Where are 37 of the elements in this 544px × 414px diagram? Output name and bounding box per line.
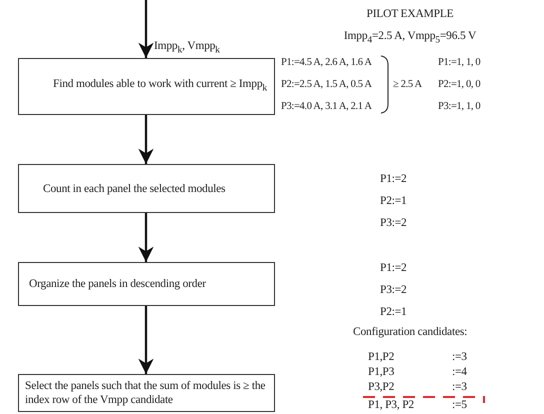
process-box [18,374,275,412]
annotation-text: P3:=2 [380,284,407,297]
annotation-text: :=3 [452,351,467,364]
title-text: PILOT EXAMPLE [366,8,454,21]
annotation-text: P1:=1, 1, 0 [438,56,480,69]
annotation-text: P3:=2 [380,217,407,230]
annotation-text: :=3 [452,381,467,394]
arrow [138,115,154,164]
annotation-text: P1:=2 [380,173,407,186]
annotation-text: Configuration candidates: [353,326,468,339]
annotation-text: P1:=4.5 A, 2.6 A, 1.6 A [281,56,372,69]
annotation-text: P2:=1 [380,195,407,208]
annotation-text: :=4 [452,366,467,379]
value-text: :=5 [452,399,467,412]
annotation-text: P1,P3 [368,366,394,379]
annotation-text: P2:=1 [380,306,407,319]
annotation-text: P3,P2 [368,381,394,394]
annotation-text: P1:=2 [380,262,407,275]
process-box [18,58,275,115]
config-text: P1, P3, P2 [368,399,414,412]
annotation-text: Impp$_{4}$=2.5 A, Vmpp$_{5}$=96.5 V [342,30,478,46]
box-text: Organize the panels in descending order [28,277,207,291]
arrow [138,0,154,58]
arrow [138,213,154,262]
process-box [18,262,275,306]
box-text: Select the panels such that the sum of modules is ≥ the index row of the Vmpp candidate [24,379,266,407]
annotation-text: P2:=2.5 A, 1.5 A, 0.5 A [281,78,372,91]
box-text: Count in each panel the selected modules [42,182,226,196]
annotation-text: P3:=1, 1, 0 [438,100,480,113]
annotation-text: P1,P2 [368,351,394,364]
box-text: Find modules able to work with current ≥ Impp$_{k}$ [52,77,268,96]
annotation-text: P3:=4.0 A, 3.1 A, 2.1 A [281,100,372,113]
process-box [18,164,275,213]
arrow [138,306,154,374]
annotation-text: P2:=1, 0, 0 [438,78,480,91]
edge-label: Impp$_{k}$, Vmpp$_{k}$ [154,40,220,56]
annotation-text: ≥ 2.5 A [393,78,422,91]
